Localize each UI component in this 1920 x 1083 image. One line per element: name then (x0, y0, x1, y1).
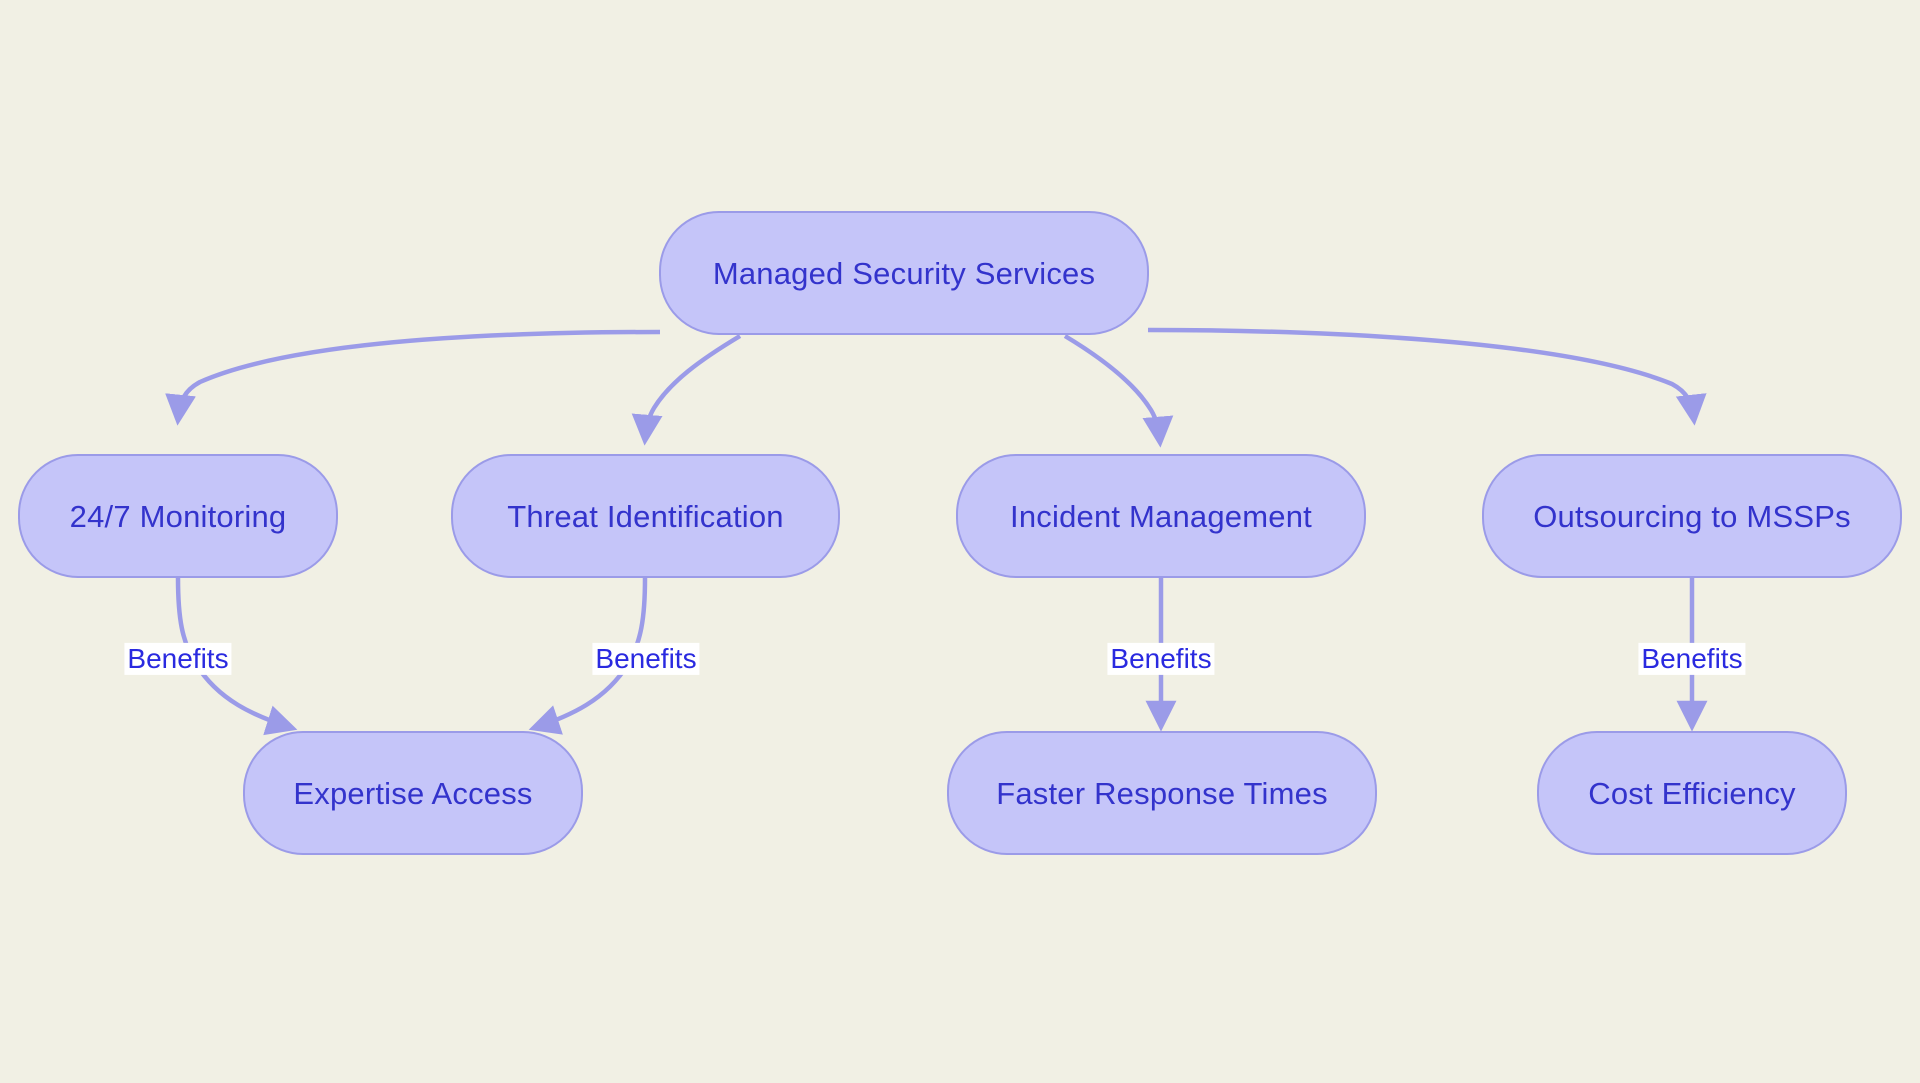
node-cost-efficiency[interactable]: Cost Efficiency (1537, 731, 1847, 855)
edge-root-to-monitoring (165, 329, 661, 426)
node-label: Cost Efficiency (1588, 775, 1796, 811)
node-label: Threat Identification (507, 498, 784, 534)
node-label: Managed Security Services (712, 255, 1096, 291)
edge-label-monitoring-to-expertise: Benefits (124, 642, 232, 676)
node-faster-response-times[interactable]: Faster Response Times (947, 731, 1377, 855)
node-threat-identification[interactable]: Threat Identification (451, 454, 840, 578)
node-managed-security-services[interactable]: Managed Security Services (659, 211, 1149, 335)
node-outsourcing-to-mssps[interactable]: Outsourcing to MSSPs (1482, 454, 1902, 578)
node-label: Outsourcing to MSSPs (1533, 498, 1851, 534)
node-label: Expertise Access (293, 775, 533, 811)
node-label: Faster Response Times (996, 775, 1328, 811)
edge-root-to-outsourcing (1147, 327, 1707, 426)
node-incident-management[interactable]: Incident Management (956, 454, 1366, 578)
node-label: Incident Management (1010, 498, 1312, 534)
edge-label-threat-to-expertise: Benefits (592, 642, 700, 676)
node-expertise-access[interactable]: Expertise Access (243, 731, 583, 855)
edge-label-incident-to-response: Benefits (1107, 642, 1215, 676)
edge-root-to-threat (631, 334, 742, 446)
edge-root-to-incident (1063, 334, 1174, 448)
edge-label-outsourcing-to-cost: Benefits (1638, 642, 1746, 676)
node-label: 24/7 Monitoring (69, 498, 287, 534)
node-24-7-monitoring[interactable]: 24/7 Monitoring (18, 454, 338, 578)
